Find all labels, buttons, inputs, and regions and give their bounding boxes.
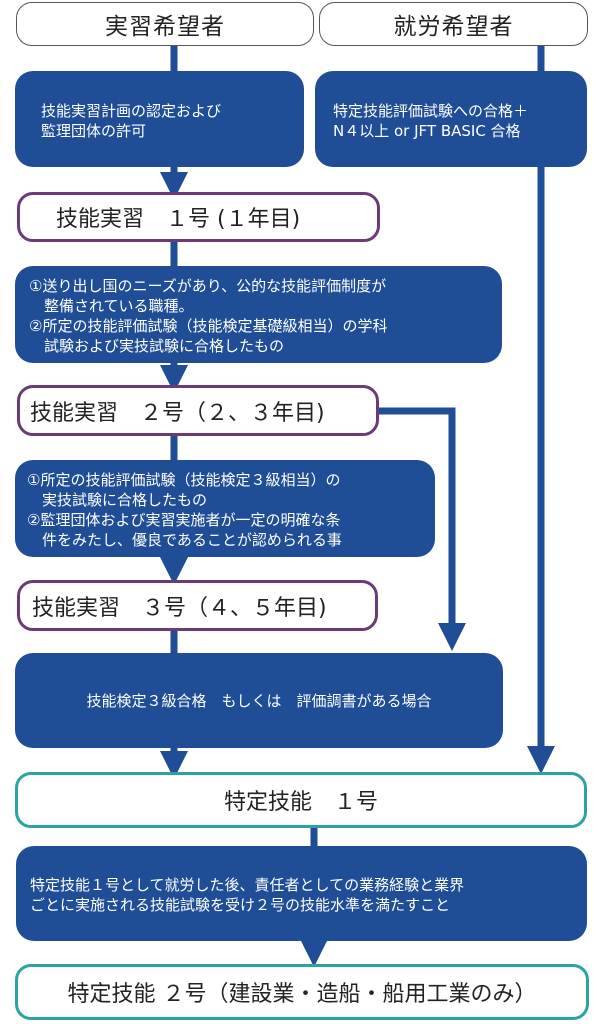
tit-stage-3-conditions: 技能検定３級合格 もしくは 評価調書がある場合 (15, 653, 503, 748)
tit2-cond-line-4: 件をみたし、優良であることが認められる事 (27, 530, 342, 549)
tit-stage-2-conditions: ①所定の技能評価試験（技能検定３級相当）の 実技試験に合格したもの ②監理団体お… (15, 460, 435, 557)
arrow-tit2-bypass (377, 407, 466, 651)
tit-stage-2-label: 技能実習 ２号（２、３年目) (30, 400, 325, 426)
tit1-cond-line-1: ①送り出し国のニーズがあり、公的な技能評価制度が (29, 276, 387, 295)
worker-header-label: 就労希望者 (393, 14, 514, 40)
ssw-stage-2: 特定技能 ２号（建設業・造船・船用工業のみ） (15, 964, 589, 1020)
worker-requirements-line-2: N４以上 or JFT BASIC 合格 (333, 122, 521, 140)
ssw-stage-1: 特定技能 １号 (15, 772, 587, 828)
tit-stage-1: 技能実習 １号 (１年目) (17, 192, 380, 242)
tit-stage-1-label: 技能実習 １号 (１年目) (56, 207, 301, 232)
tit-stage-2: 技能実習 ２号（２、３年目) (17, 385, 379, 436)
trainee-requirements-box: 技能実習計画の認定および 監理団体の許可 (15, 71, 304, 167)
tit2-cond-line-2: 実技試験に合格したもの (27, 490, 208, 509)
tit-stage-1-conditions: ①送り出し国のニーズがあり、公的な技能評価制度が 整備されている職種。 ②所定の… (15, 266, 502, 363)
trainee-header-label: 実習希望者 (105, 14, 225, 40)
tit1-cond-line-2: 整備されている職種。 (29, 296, 194, 315)
ssw1-cond-line-2: ごとに実施される技能試験を受け２号の技能水準を満たすこと (30, 895, 451, 914)
trainee-requirements-line-1: 技能実習計画の認定および (41, 102, 222, 120)
ssw-stage-1-conditions: 特定技能１号として就労した後、責任者としての業務経験と業界 ごとに実施される技能… (16, 846, 587, 941)
trainee-header: 実習希望者 (16, 2, 314, 46)
tit-stage-3-label: 技能実習 ３号（４、５年目) (32, 595, 327, 621)
ssw-stage-1-label: 特定技能 １号 (223, 790, 378, 815)
tit2-cond-line-3: ②監理団体および実習実施者が一定の明確な条 (27, 510, 341, 529)
tit3-cond-line-1: 技能検定３級合格 もしくは 評価調書がある場合 (86, 691, 432, 710)
tit1-cond-line-4: 試験および実技試験に合格したもの (29, 336, 285, 355)
tit1-cond-line-3: ②所定の技能評価試験（技能検定基礎級相当）の学科 (29, 316, 388, 335)
tit2-cond-line-1: ①所定の技能評価試験（技能検定３級相当）の (27, 470, 341, 489)
tit-stage-3: 技能実習 ３号（４、５年目) (17, 580, 378, 631)
ssw1-cond-line-1: 特定技能１号として就労した後、責任者としての業務経験と業界 (30, 875, 465, 894)
worker-requirements-box: 特定技能評価試験への合格＋ N４以上 or JFT BASIC 合格 (315, 71, 587, 167)
worker-header: 就労希望者 (319, 2, 588, 46)
worker-requirements-line-1: 特定技能評価試験への合格＋ (333, 102, 529, 120)
ssw-stage-2-label: 特定技能 ２号（建設業・造船・船用工業のみ） (67, 982, 537, 1007)
trainee-requirements-line-2: 監理団体の許可 (41, 122, 147, 140)
